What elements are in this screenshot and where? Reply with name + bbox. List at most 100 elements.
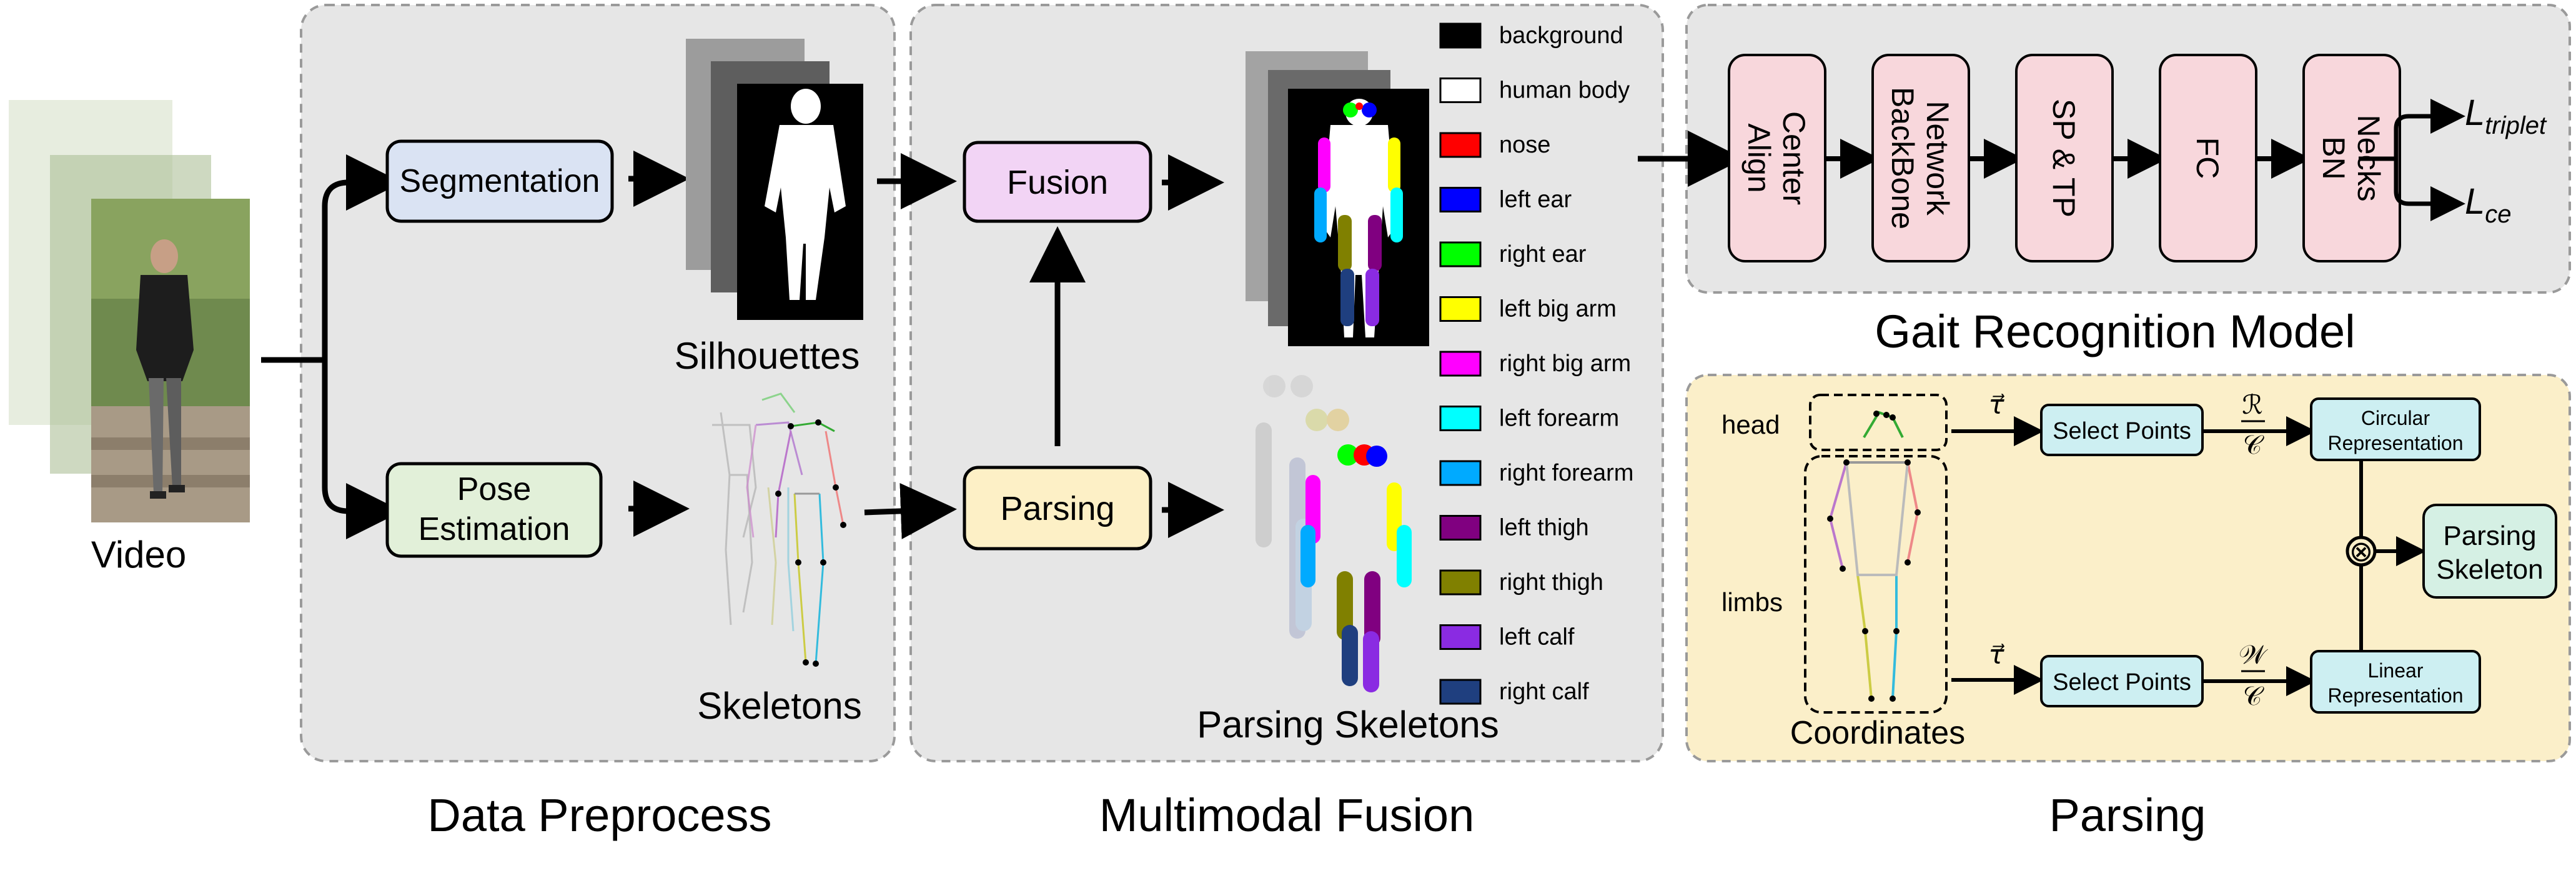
video-frames [9,100,250,522]
gait-block-label: SP & TP [2046,99,2081,217]
video-frame-main [91,199,250,522]
arrow-skeletons-to-parsing [864,482,957,539]
parsing-skeletons-image [1256,375,1412,692]
legend-swatch [1439,515,1482,541]
tau-top: τ⃗ [1988,390,2004,419]
legend-item: left thigh [1439,515,1589,541]
legend-label: right forearm [1499,460,1633,486]
legend-item: right big arm [1439,351,1631,377]
tau-bottom: τ⃗ [1988,640,2004,669]
legend-swatch [1439,296,1482,322]
legend-item: right forearm [1439,460,1633,486]
legend-label: left big arm [1499,296,1617,322]
select-points-top-label: Select Points [2053,418,2191,444]
legend-swatch [1439,132,1482,158]
legend-swatch [1439,460,1482,486]
silhouettes-label: Silhouettes [675,335,860,377]
skeletons-image [712,392,846,667]
data-preprocess-title: Data Preprocess [427,789,771,841]
loss-ce-base: L [2465,181,2485,222]
parsing-skeleton-line2: Skeleton [2436,554,2543,585]
parsing-label: Parsing [1000,490,1114,527]
circular-representation-box [2310,397,2481,461]
legend-item: right ear [1439,241,1587,267]
fusion-label: Fusion [1007,164,1108,201]
gait-block-box [2302,54,2401,262]
circular-line2: Representation [2327,432,2463,454]
legend-swatch [1439,241,1482,267]
circular-line1: Circular [2361,407,2430,429]
legend-label: nose [1499,132,1550,158]
legend-item: nose [1439,132,1550,158]
video-fork-arrows [261,154,402,539]
fusion-box [963,141,1152,223]
segmentation-label: Segmentation [400,163,600,199]
gait-model-title: Gait Recognition Model [1875,306,2355,357]
legend-item: left forearm [1439,406,1619,432]
fused-silhouettes-image [1246,51,1429,346]
legend-swatch [1439,569,1482,596]
head-label: head [1721,410,1780,439]
legend-label: left thigh [1499,515,1589,541]
gait-block-label: BackBone [1885,87,1920,229]
gait-block-label: BN [2316,136,2351,179]
legend-item: left big arm [1439,296,1617,322]
select-points-bottom-label: Select Points [2053,669,2191,696]
silhouettes-image [686,39,863,320]
gait-block-label: FC [2190,137,2225,179]
legend-item: right thigh [1439,569,1603,596]
legend-item: right calf [1439,679,1589,705]
linear-representation-box [2310,650,2481,714]
pose-estimation-box [385,462,603,558]
legend-item: left ear [1439,187,1572,213]
linear-line1: Linear [2368,659,2424,682]
c-symbol-bottom: 𝒞 [2243,681,2264,711]
otimes-symbol: ⊗ [2349,535,2374,567]
legend-item: left calf [1439,624,1575,651]
legend-swatch [1439,22,1482,49]
otimes-circle [2346,536,2377,567]
loss-ce-sub: ce [2485,201,2511,228]
head-region [1809,394,1948,451]
gait-block: SP & TP [2015,54,2114,262]
legend-label: left calf [1499,624,1575,651]
pose-label-line2: Estimation [419,511,570,547]
loss-ce: Lce [2465,181,2512,228]
parsing-skeleton-line1: Parsing [2443,521,2536,551]
loss-triplet: Ltriplet [2465,92,2547,139]
legend-label: left ear [1499,187,1572,213]
segmentation-box [385,139,614,223]
gait-block-label: Network [1920,101,1955,216]
legend-item: human body [1439,77,1630,104]
parsing-legend: background human body nose left ear right ea… [1439,22,1633,705]
legend-label: right thigh [1499,569,1603,596]
c-symbol-top: 𝒞 [2243,430,2264,459]
r-symbol: ℛ [2242,390,2263,419]
legend-label: background [1499,22,1623,49]
parsing-skeleton-box [2422,504,2557,599]
parsing-box [963,466,1152,551]
legend-swatch [1439,679,1482,705]
legend-swatch [1439,187,1482,212]
gait-block-label: Center [1776,111,1811,205]
loss-triplet-sub: triplet [2485,112,2547,139]
legend-label: right ear [1499,241,1587,267]
video-label: Video [91,534,186,576]
skeletons-label: Skeletons [697,685,862,727]
parsing-title: Parsing [2049,789,2206,841]
pose-label-line1: Pose [457,471,532,507]
legend-label: right big arm [1499,351,1631,377]
linear-line2: Representation [2327,684,2463,707]
legend-item: background [1439,22,1623,49]
legend-swatch [1439,77,1482,103]
loss-triplet-base: L [2465,92,2485,133]
legend-swatch [1439,624,1482,650]
coordinates-label: Coordinates [1790,715,1965,751]
gait-block-label: Align [1741,123,1776,192]
gait-block: FC [2159,54,2257,262]
